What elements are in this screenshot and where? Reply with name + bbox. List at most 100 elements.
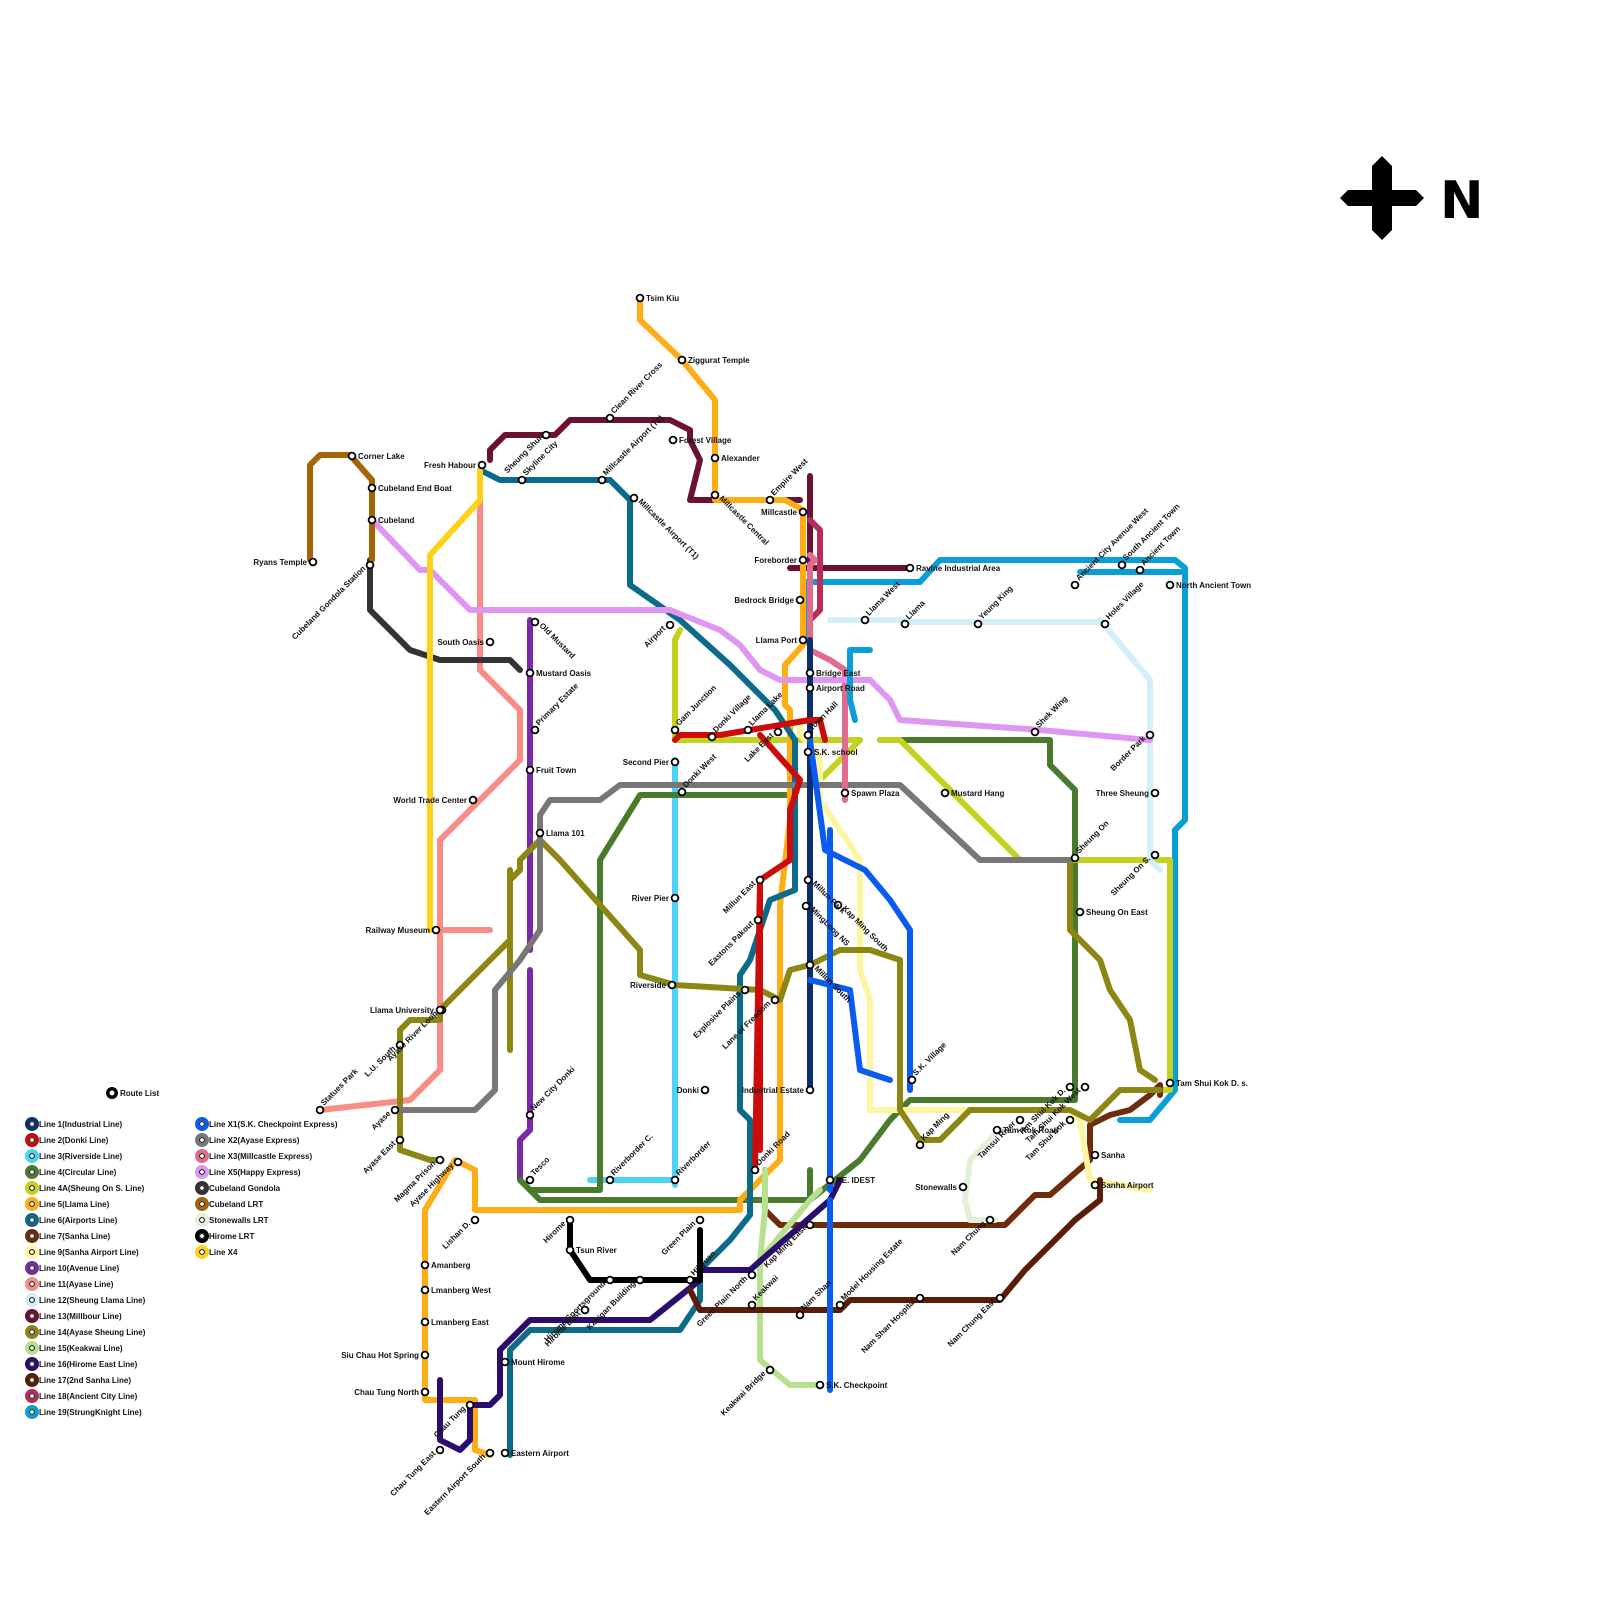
station-marker[interactable] [1102, 621, 1109, 628]
station-marker[interactable] [607, 415, 614, 422]
station-marker[interactable] [1072, 855, 1079, 862]
station-marker[interactable] [862, 617, 869, 624]
station-marker[interactable] [775, 729, 782, 736]
station-marker[interactable] [687, 1277, 694, 1284]
station-marker[interactable] [749, 1272, 756, 1279]
station-marker[interactable] [997, 1295, 1004, 1302]
station-marker[interactable] [519, 477, 526, 484]
station-marker[interactable] [470, 797, 477, 804]
station-marker[interactable] [805, 732, 812, 739]
station-marker[interactable] [1077, 909, 1084, 916]
station-marker[interactable] [1137, 567, 1144, 574]
station-marker[interactable] [310, 559, 317, 566]
station-marker[interactable] [669, 982, 676, 989]
station-marker[interactable] [422, 1352, 429, 1359]
station-marker[interactable] [1152, 852, 1159, 859]
station-marker[interactable] [1082, 1084, 1089, 1091]
station-marker[interactable] [1067, 1117, 1074, 1124]
station-marker[interactable] [433, 927, 440, 934]
station-marker[interactable] [807, 670, 814, 677]
station-marker[interactable] [803, 903, 810, 910]
station-marker[interactable] [1032, 729, 1039, 736]
station-marker[interactable] [672, 759, 679, 766]
station-marker[interactable] [702, 1087, 709, 1094]
station-marker[interactable] [757, 877, 764, 884]
station-marker[interactable] [800, 557, 807, 564]
station-marker[interactable] [607, 1177, 614, 1184]
station-marker[interactable] [369, 485, 376, 492]
station-marker[interactable] [672, 895, 679, 902]
station-marker[interactable] [527, 1177, 534, 1184]
station-marker[interactable] [907, 565, 914, 572]
station-marker[interactable] [807, 962, 814, 969]
station-marker[interactable] [567, 1217, 574, 1224]
station-marker[interactable] [472, 1217, 479, 1224]
station-marker[interactable] [369, 517, 376, 524]
station-marker[interactable] [1167, 582, 1174, 589]
station-marker[interactable] [797, 597, 804, 604]
station-marker[interactable] [502, 1450, 509, 1457]
station-marker[interactable] [532, 727, 539, 734]
station-marker[interactable] [679, 789, 686, 796]
station-marker[interactable] [367, 562, 374, 569]
station-marker[interactable] [987, 1217, 994, 1224]
station-marker[interactable] [437, 1447, 444, 1454]
station-marker[interactable] [537, 830, 544, 837]
station-marker[interactable] [1167, 1080, 1174, 1087]
station-marker[interactable] [842, 790, 849, 797]
station-marker[interactable] [467, 1402, 474, 1409]
station-marker[interactable] [349, 453, 356, 460]
station-marker[interactable] [422, 1287, 429, 1294]
station-marker[interactable] [807, 685, 814, 692]
station-marker[interactable] [487, 639, 494, 646]
station-marker[interactable] [1072, 582, 1079, 589]
station-marker[interactable] [599, 477, 606, 484]
station-marker[interactable] [800, 637, 807, 644]
station-marker[interactable] [712, 455, 719, 462]
station-marker[interactable] [1147, 732, 1154, 739]
station-marker[interactable] [437, 1157, 444, 1164]
station-marker[interactable] [827, 1177, 834, 1184]
station-marker[interactable] [807, 1087, 814, 1094]
station-marker[interactable] [767, 1367, 774, 1374]
station-marker[interactable] [527, 1112, 534, 1119]
station-marker[interactable] [317, 1107, 324, 1114]
station-marker[interactable] [960, 1184, 967, 1191]
station-marker[interactable] [455, 1159, 462, 1166]
station-marker[interactable] [1092, 1182, 1099, 1189]
station-marker[interactable] [437, 1007, 444, 1014]
station-marker[interactable] [543, 432, 550, 439]
station-marker[interactable] [745, 727, 752, 734]
station-marker[interactable] [917, 1142, 924, 1149]
station-marker[interactable] [672, 1177, 679, 1184]
station-marker[interactable] [767, 497, 774, 504]
station-marker[interactable] [631, 495, 638, 502]
station-marker[interactable] [637, 1277, 644, 1284]
station-marker[interactable] [975, 621, 982, 628]
station-marker[interactable] [837, 1302, 844, 1309]
station-marker[interactable] [917, 1295, 924, 1302]
station-marker[interactable] [1017, 1117, 1024, 1124]
station-marker[interactable] [532, 619, 539, 626]
station-marker[interactable] [502, 1359, 509, 1366]
station-marker[interactable] [712, 492, 719, 499]
station-marker[interactable] [942, 790, 949, 797]
station-marker[interactable] [1152, 790, 1159, 797]
station-marker[interactable] [567, 1247, 574, 1254]
station-marker[interactable] [742, 987, 749, 994]
station-marker[interactable] [807, 1222, 814, 1229]
station-marker[interactable] [672, 727, 679, 734]
station-marker[interactable] [1119, 562, 1126, 569]
station-marker[interactable] [805, 749, 812, 756]
station-marker[interactable] [392, 1107, 399, 1114]
station-marker[interactable] [397, 1137, 404, 1144]
station-marker[interactable] [752, 1167, 759, 1174]
station-marker[interactable] [902, 621, 909, 628]
station-marker[interactable] [487, 1450, 494, 1457]
station-marker[interactable] [817, 1382, 824, 1389]
station-marker[interactable] [422, 1389, 429, 1396]
station-marker[interactable] [749, 1302, 756, 1309]
station-marker[interactable] [797, 1312, 804, 1319]
station-marker[interactable] [607, 1277, 614, 1284]
station-marker[interactable] [800, 509, 807, 516]
